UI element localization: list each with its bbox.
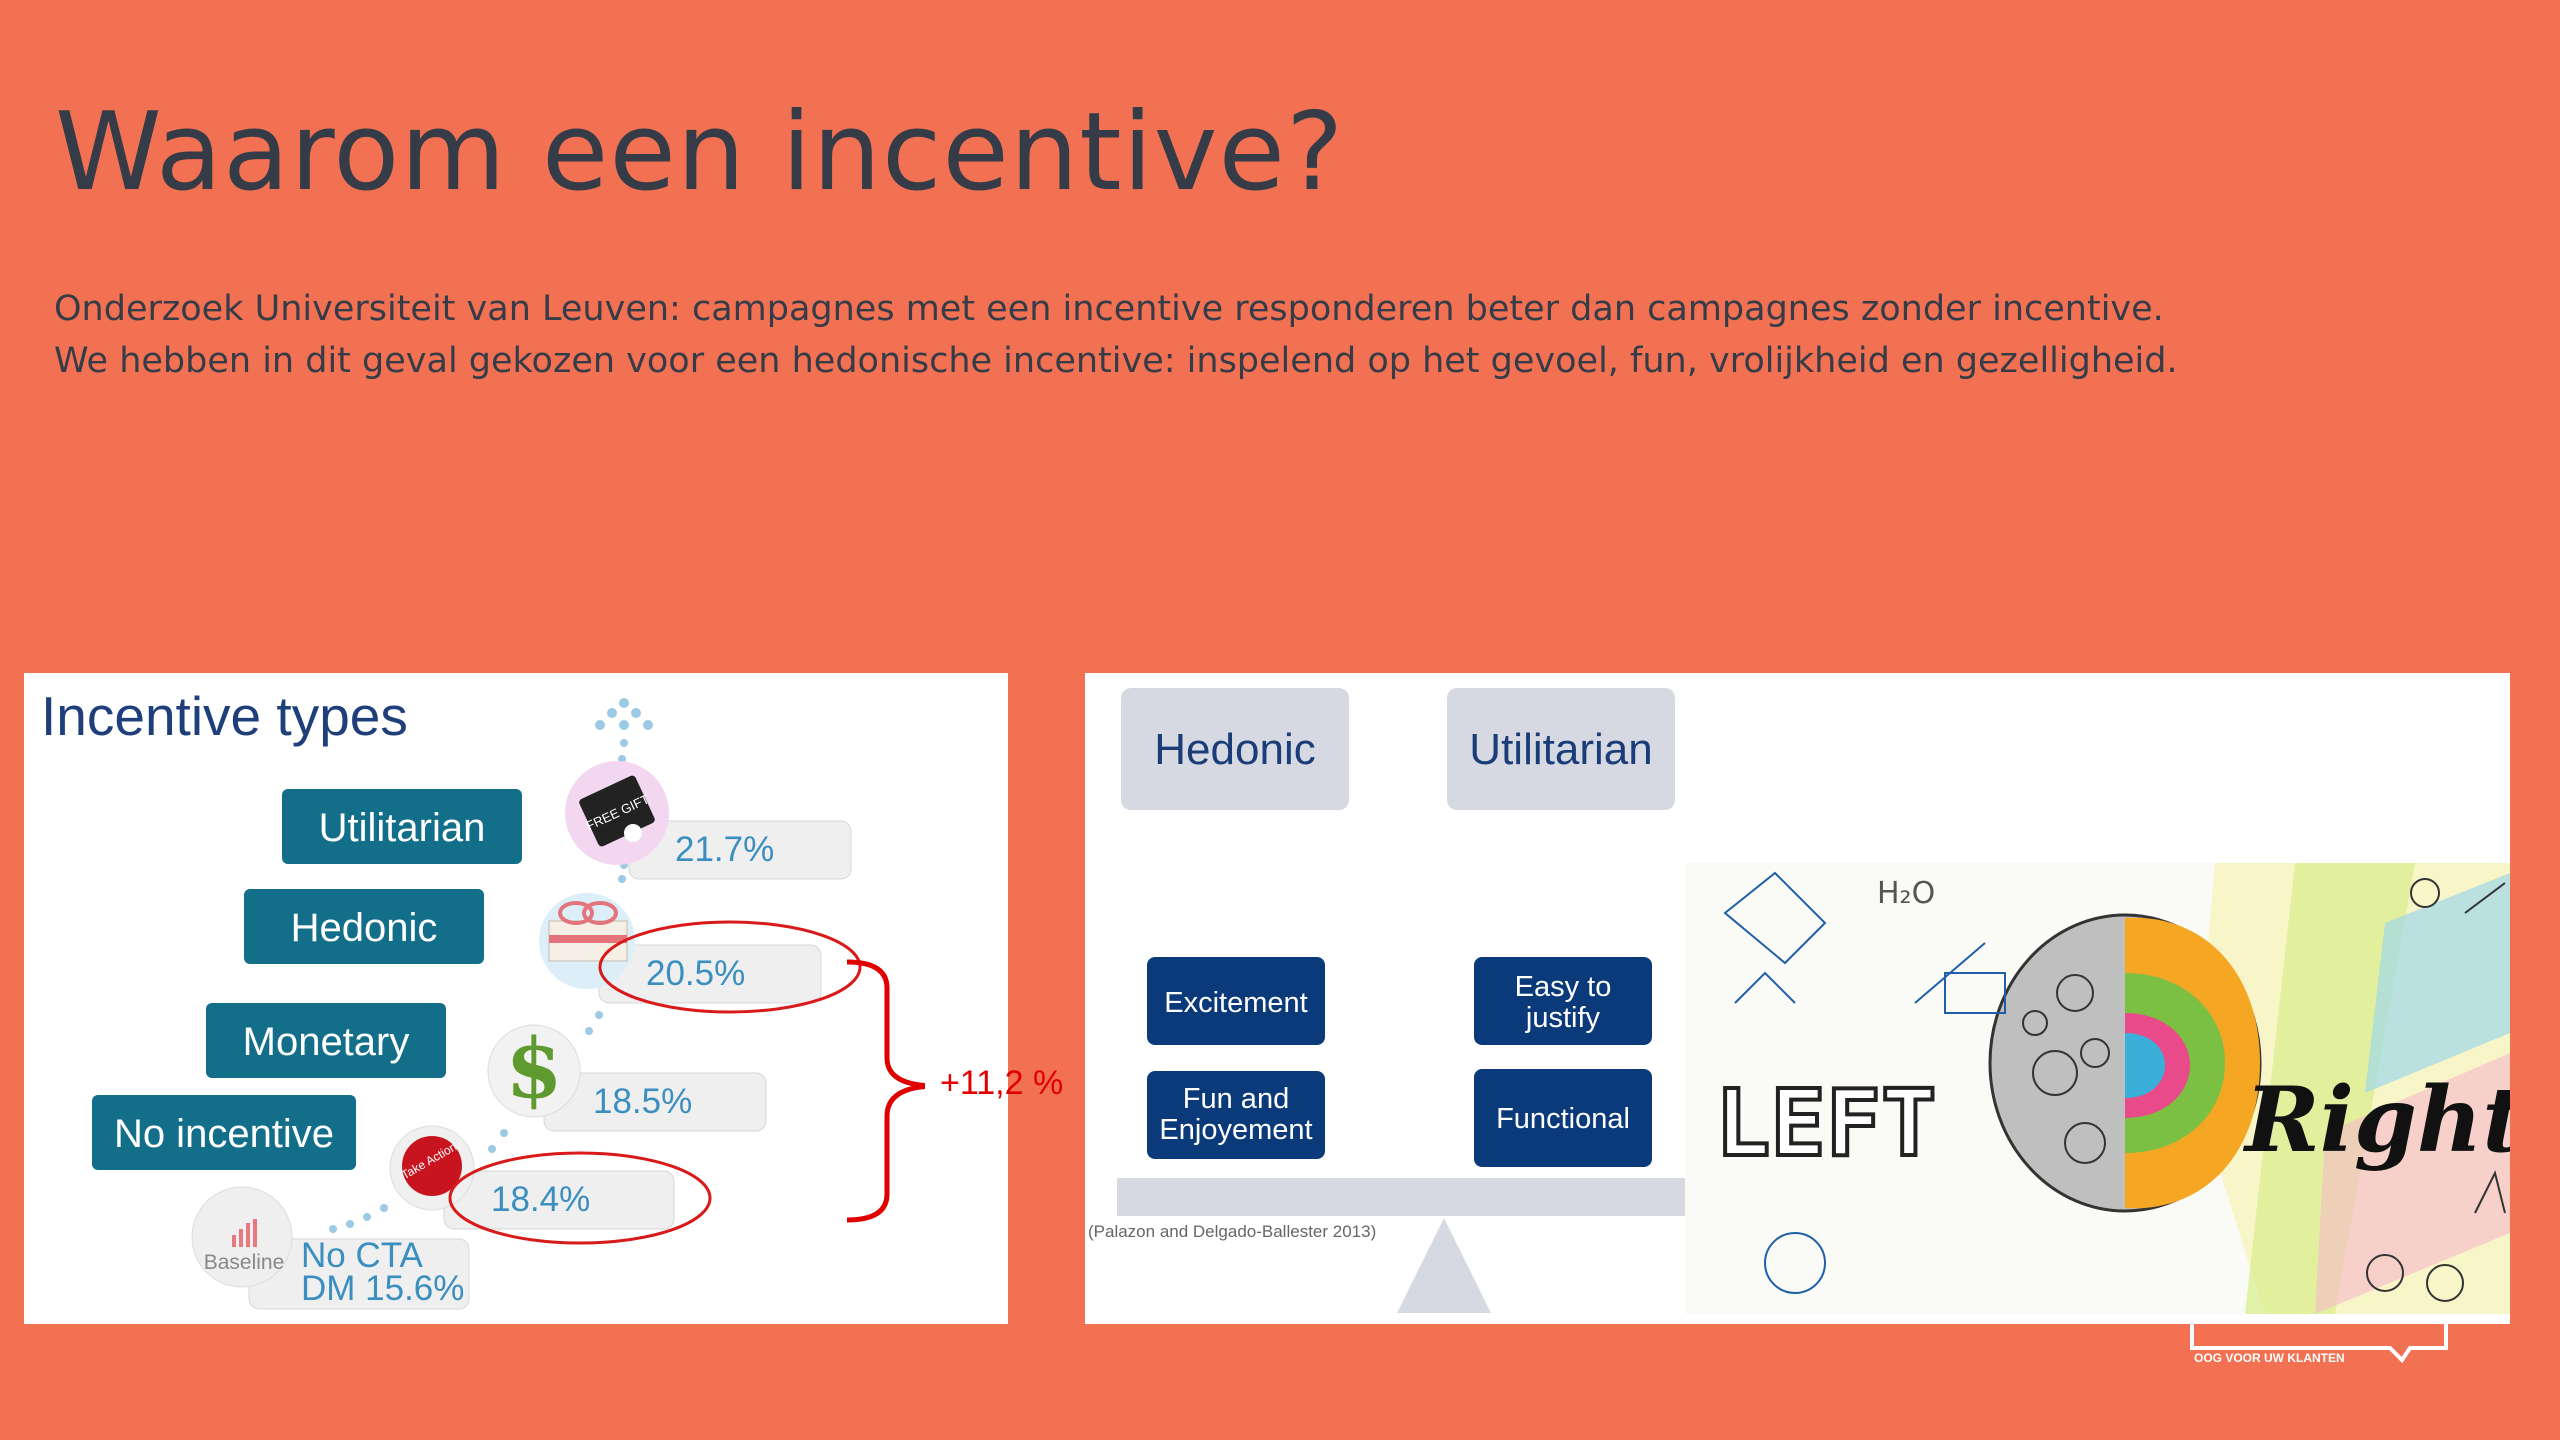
svg-text:OOG VOOR UW KLANTEN: OOG VOOR UW KLANTEN — [2194, 1351, 2345, 1364]
item-easy-1: Easy to — [1515, 971, 1612, 1003]
no-cta-label: No CTA — [301, 1236, 424, 1275]
pct-no-incentive: 18.4% — [491, 1180, 590, 1219]
item-functional: Functional — [1496, 1103, 1630, 1135]
incentive-types-graphic: Incentive types 21.7% 20.5% 18.5% 18.4% … — [41, 685, 862, 1310]
highlight-hedonic — [598, 920, 862, 1014]
incentive-panel-title: Incentive types — [41, 685, 408, 747]
h2o-label: H₂O — [1877, 876, 1935, 911]
body-line-1: Onderzoek Universiteit van Leuven: campa… — [54, 289, 2164, 329]
incentive-types-image: Incentive types 21.7% 20.5% 18.5% 18.4% … — [24, 673, 1008, 1324]
company-logo: OOG VOOR UW KLANTEN — [2190, 1320, 2448, 1364]
baseline-label: Baseline — [204, 1251, 285, 1274]
dotted-trail — [329, 698, 653, 1233]
type-box-monetary — [206, 1003, 446, 1078]
body-line-2: We hebben in dit geval gekozen voor een … — [54, 341, 2178, 381]
dollar-icon: $ — [487, 1021, 581, 1118]
type-box-utilitarian — [282, 789, 522, 864]
citation: (Palazon and Delgado-Ballester 2013) — [1088, 1222, 1376, 1241]
scale-beam — [1117, 1178, 1765, 1216]
type-hedonic: Hedonic — [291, 906, 438, 950]
highlight-no-incentive — [448, 1151, 712, 1245]
item-box-excitement — [1147, 957, 1325, 1045]
item-fun-2: Enjoyement — [1159, 1114, 1312, 1146]
percent-pills — [248, 820, 852, 1310]
item-excitement: Excitement — [1164, 987, 1307, 1019]
item-fun-1: Fun and — [1183, 1083, 1289, 1115]
header-hedonic: Hedonic — [1154, 725, 1315, 774]
slide-body: Onderzoek Universiteit van Leuven: campa… — [54, 283, 2178, 387]
brain-left-label: LEFT — [1715, 1070, 1937, 1177]
brain-illustration: LEFT Right H₂O — [1685, 863, 2510, 1314]
free-gift-icon: FREE GIFT — [565, 761, 669, 865]
pct-hedonic: 20.5% — [646, 954, 745, 993]
brain-right-label: Right — [2242, 1067, 2510, 1173]
item-easy-2: justify — [1525, 1002, 1601, 1034]
pct-utilitarian: 21.7% — [675, 830, 774, 869]
type-box-no-incentive — [92, 1095, 356, 1170]
type-monetary: Monetary — [243, 1020, 410, 1064]
pct-monetary: 18.5% — [593, 1082, 692, 1121]
scale-fulcrum — [1397, 1218, 1491, 1313]
type-box-hedonic — [244, 889, 484, 964]
item-box-fun — [1147, 1071, 1325, 1159]
header-box-utilitarian — [1447, 688, 1675, 810]
svg-text:$: $ — [505, 1021, 562, 1117]
uplift-label: +11,2 % — [940, 1064, 1064, 1102]
take-action-icon: Take Action — [389, 1125, 475, 1211]
header-utilitarian: Utilitarian — [1469, 725, 1652, 774]
no-cta-value: DM 15.6% — [301, 1269, 464, 1308]
brace-bracket — [846, 959, 925, 1223]
item-box-functional — [1474, 1069, 1652, 1167]
type-utilitarian: Utilitarian — [319, 806, 486, 850]
slide-title: Waarom een incentive? — [55, 90, 1345, 215]
header-box-hedonic — [1121, 688, 1349, 810]
hedonic-utilitarian-image: Hedonic Utilitarian Excitement Fun and E… — [1085, 673, 2510, 1324]
baseline-icon: Baseline — [191, 1186, 293, 1288]
balance-graphic: Hedonic Utilitarian Excitement Fun and E… — [1088, 688, 2510, 1314]
gift-box-icon — [539, 893, 635, 989]
type-no-incentive: No incentive — [114, 1112, 334, 1156]
item-box-easy — [1474, 957, 1652, 1045]
